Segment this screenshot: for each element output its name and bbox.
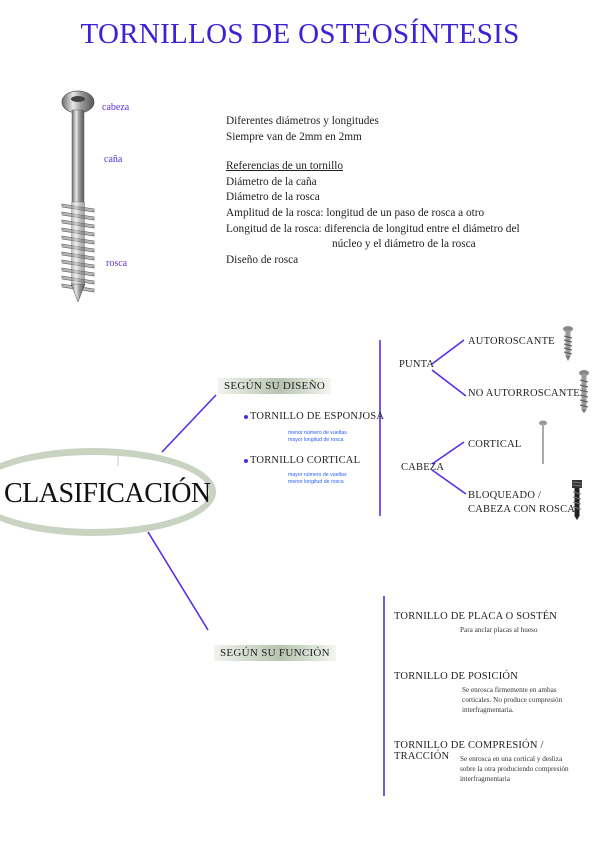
page-title: TORNILLOS DE OSTEOSÍNTESIS xyxy=(80,18,520,50)
center-ellipse xyxy=(0,448,216,536)
cortical-screw-label: TORNILLO CORTICAL xyxy=(250,455,361,466)
reference-item: Longitud de la rosca: diferencia de long… xyxy=(226,222,520,235)
screw-shaft-label: caña xyxy=(104,154,123,165)
screw-thread-label: rosca xyxy=(106,258,128,269)
note-line: sobre la otra produciendo compresión xyxy=(460,765,569,773)
note-line: corticales. No produce compresión xyxy=(462,696,563,704)
note-line: Se enrosca firmemente en ambas xyxy=(462,686,557,694)
references-heading: Referencias de un tornillo xyxy=(226,160,344,173)
compression-screw-label: TORNILLO DE COMPRESIÓN / TRACCIÓN xyxy=(394,740,544,762)
head-option-locking: BLOQUEADO / CABEZA CON ROSCA xyxy=(468,489,575,517)
screw-info: Diferentes diámetros y longitudes Siempr… xyxy=(226,114,520,268)
note-line: menor número de vueltas xyxy=(288,430,347,436)
cancellous-screw-label: TORNILLO DE ESPONJOSA xyxy=(250,411,385,422)
design-branch-label: SEGÚN SU DISEÑO xyxy=(218,378,332,394)
reference-item: Amplitud de la rosca: longitud de un pas… xyxy=(226,206,485,219)
screw-illustration xyxy=(61,90,95,303)
screw-head-label: cabeza xyxy=(102,102,130,113)
info-line: Diferentes diámetros y longitudes xyxy=(226,115,379,127)
tip-option-self-tapping: AUTOROSCANTE xyxy=(468,336,555,347)
note-line: interfragmentaria xyxy=(460,775,510,783)
cortical-screw-item: TORNILLO CORTICAL xyxy=(244,455,360,466)
reference-item: Diámetro de la caña xyxy=(226,175,317,188)
tip-label: PUNTA xyxy=(399,359,435,370)
reference-item: Diámetro de la rosca xyxy=(226,191,320,204)
head-option-cortical: CORTICAL xyxy=(468,439,522,450)
reference-item: núcleo y el diámetro de la rosca xyxy=(332,238,476,251)
bullet-icon xyxy=(244,414,248,419)
self-tapping-screw-image xyxy=(563,326,573,361)
position-screw-note: Se enrosca firmemente en ambas corticale… xyxy=(462,685,562,715)
note-line: interfragmentaria. xyxy=(462,706,514,714)
locking-head-screw-image xyxy=(571,480,583,520)
reference-item: Diseño de rosca xyxy=(226,253,299,266)
head-option-line: CABEZA CON ROSCA xyxy=(468,504,576,515)
head-label: CABEZA xyxy=(401,462,445,473)
function-branch-label: SEGÚN SU FUNCIÓN xyxy=(214,645,336,661)
note-line: Se enrosca en una cortical y desliza xyxy=(460,755,563,763)
classification-title: CLASIFICACIÓN xyxy=(4,478,211,509)
position-screw-label: TORNILLO DE POSICIÓN xyxy=(394,671,518,682)
cancellous-note: menor número de vueltas mayor longitud d… xyxy=(288,430,347,444)
cortical-note: mayor número de vueltas menor longitud d… xyxy=(288,472,347,486)
tip-option-non-self-tapping: NO AUTORROSCANTE xyxy=(468,388,580,399)
note-line: mayor longitud de rosca xyxy=(288,437,344,443)
cortical-head-screw-image xyxy=(539,420,547,464)
cancellous-screw-item: TORNILLO DE ESPONJOSA xyxy=(244,411,384,422)
plate-screw-label: TORNILLO DE PLACA O SOSTÉN xyxy=(394,611,558,622)
compression-screw-note: Se enrosca en una cortical y desliza sob… xyxy=(460,754,569,784)
plate-screw-note: Para anclar placas al hueso xyxy=(460,626,538,634)
non-self-tapping-screw-image xyxy=(579,370,589,413)
note-line: menor longitud de rosca xyxy=(288,479,344,485)
screw-core xyxy=(71,202,85,286)
bullet-icon xyxy=(244,458,248,463)
info-line: Siempre van de 2mm en 2mm xyxy=(226,130,362,143)
note-line: mayor número de vueltas xyxy=(288,472,347,478)
head-option-line: BLOQUEADO / xyxy=(468,490,542,501)
